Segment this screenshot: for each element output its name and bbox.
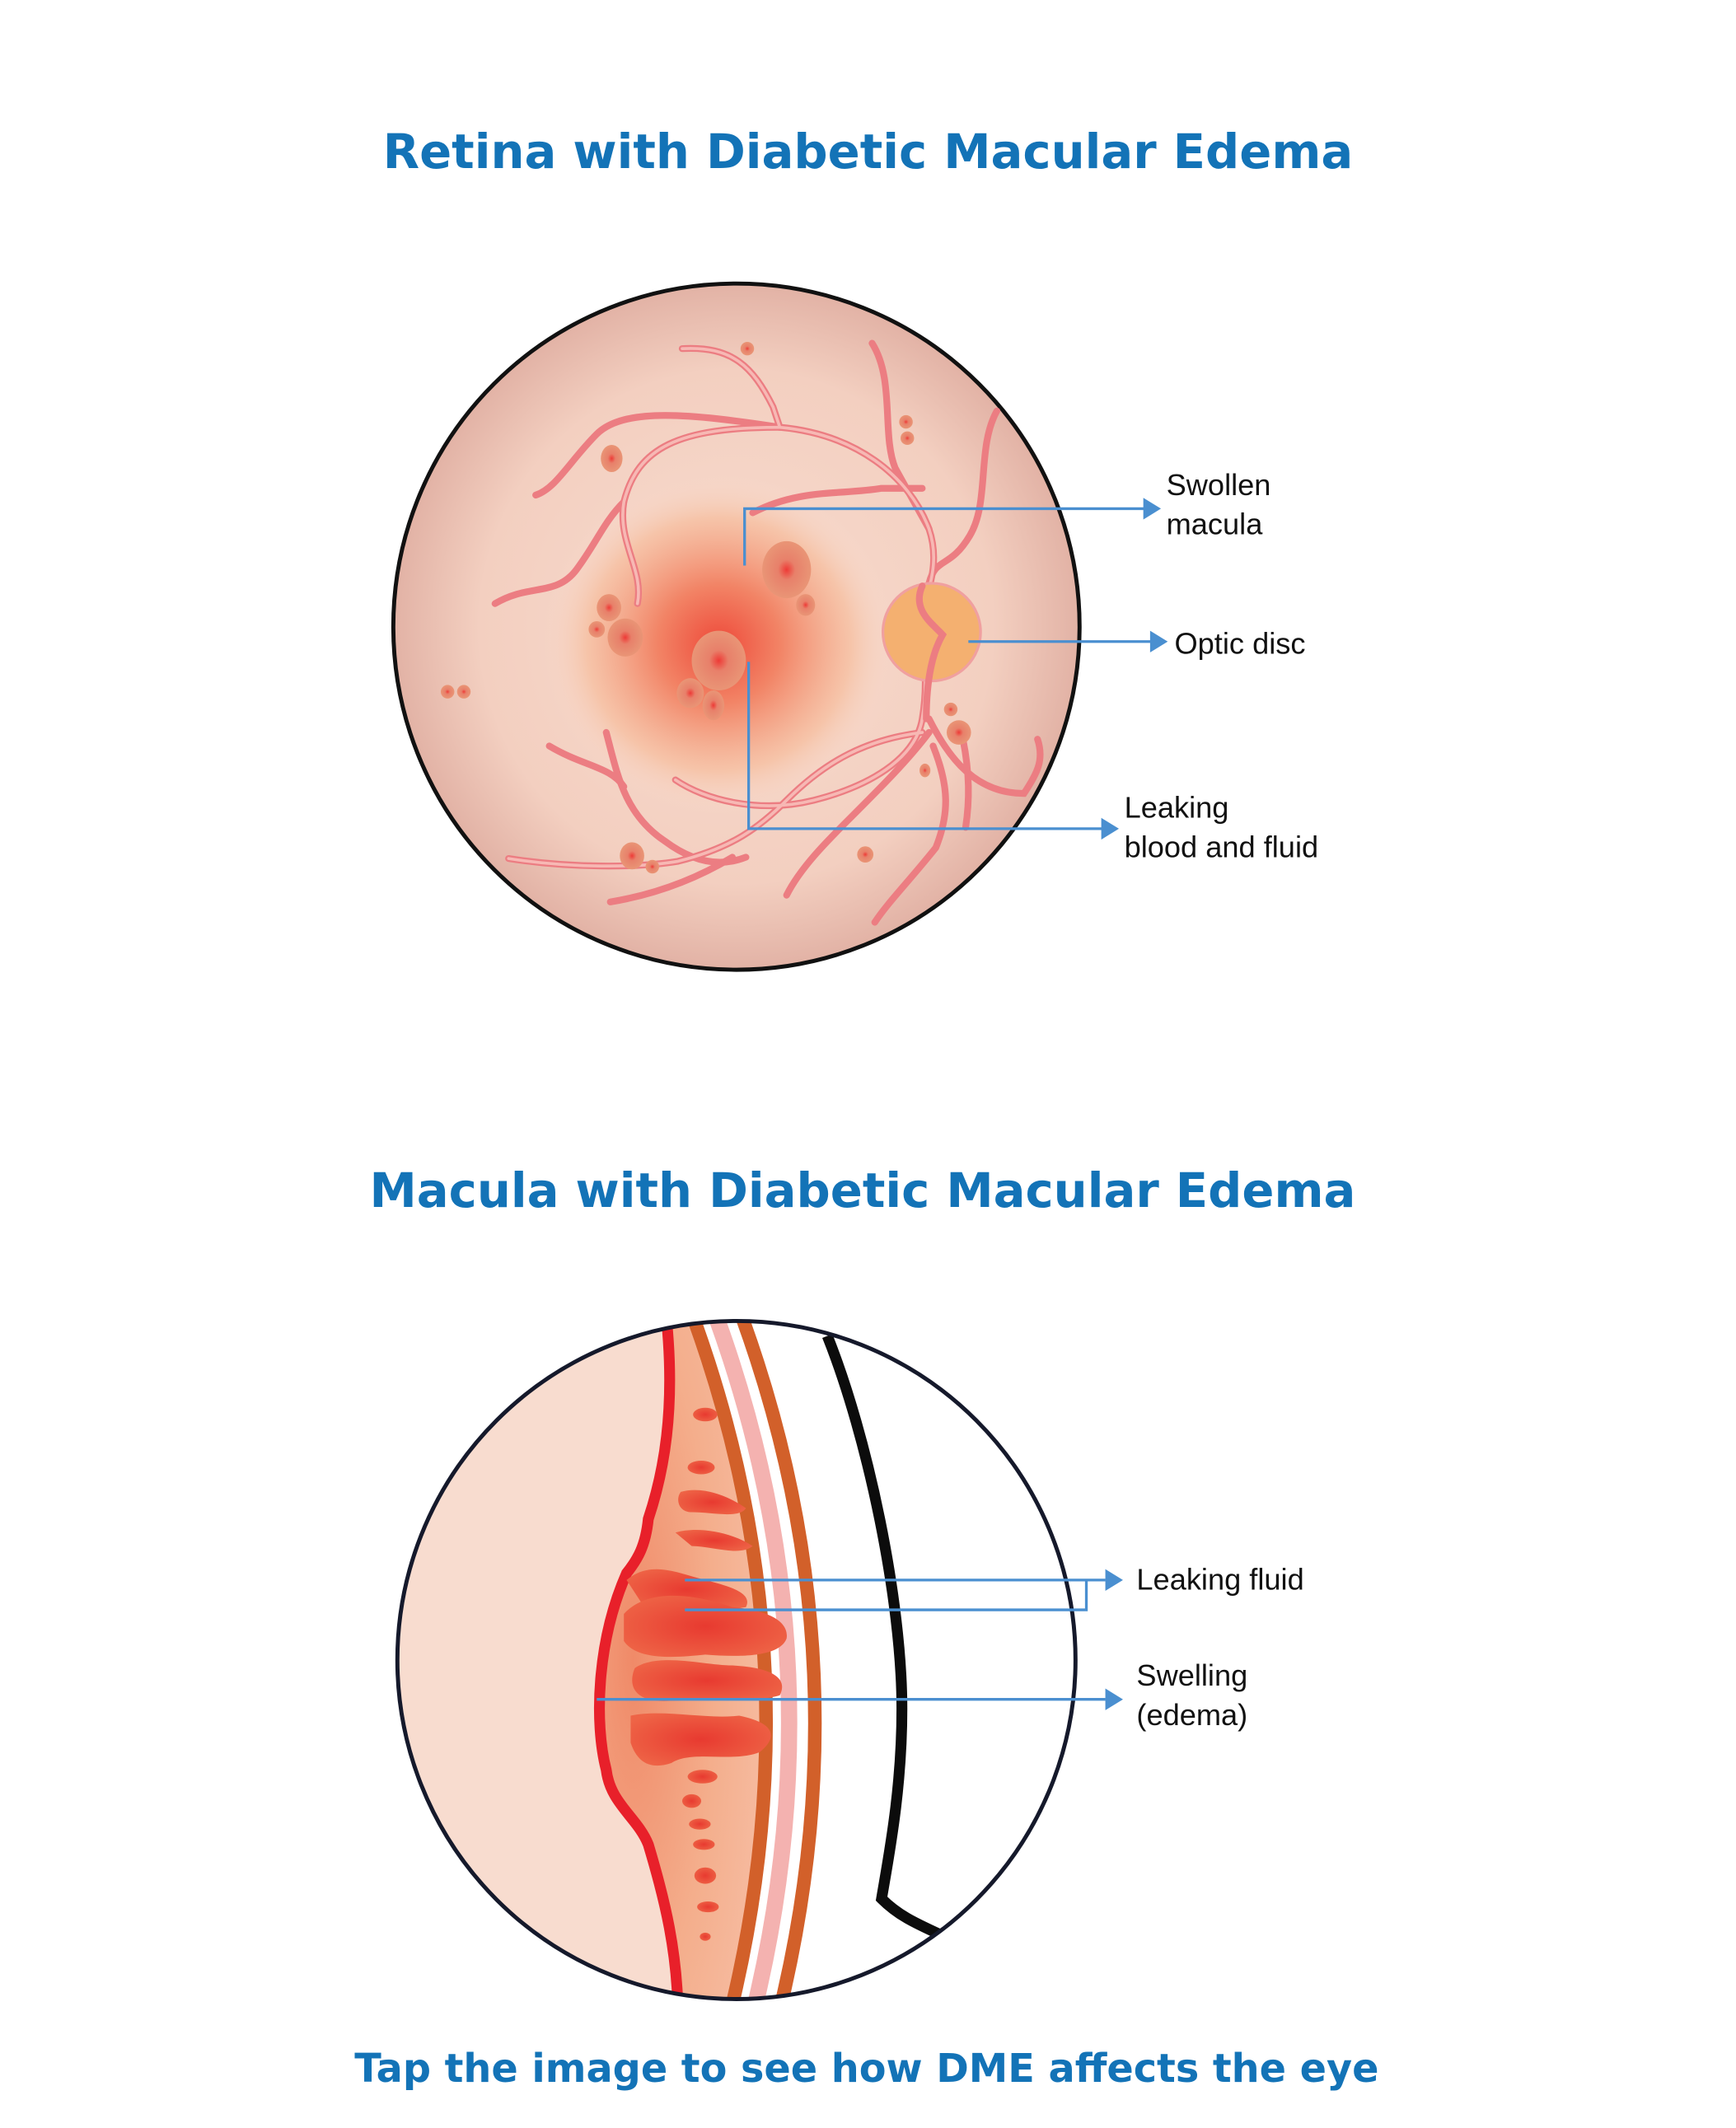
label-leaking-line1: Leaking [1125,791,1229,825]
inner-retina-line [593,1321,684,1999]
label-swelling-line1: Swelling [1136,1658,1247,1692]
tap-image-cta[interactable]: Tap the image to see how DME affects the… [354,2046,1378,2092]
label-optic-disc: Optic disc [1175,627,1306,661]
label-swollen-macula-line1: Swollen [1167,468,1271,502]
callout-swelling [597,1688,1123,1710]
hemorrhages [440,341,971,874]
callout-optic-disc [968,630,1168,652]
label-leaking-fluid: Leaking fluid [1136,1562,1303,1596]
callout-swollen-macula [743,498,1162,566]
macula-title: Macula with Diabetic Macular Edema [369,1163,1355,1218]
macula-diagram[interactable]: Leaking fluid Swelling (edema) [380,1302,1304,2034]
retina-title: Retina with Diabetic Macular Edema [383,124,1354,180]
macula-circle [395,1318,1078,2001]
optic-vessel [915,582,948,723]
sclera-line [822,1334,959,1948]
callout-leaking-blood [746,662,1120,840]
fluid-pockets [624,1407,787,1941]
retina-diagram[interactable]: Swollen macula Optic disc Leaking blood … [391,281,1319,972]
callout-leaking-fluid [685,1569,1123,1611]
label-swelling-line2: (edema) [1136,1698,1247,1732]
label-swollen-macula-line2: macula [1167,507,1264,541]
label-leaking-line2: blood and fluid [1125,830,1319,863]
